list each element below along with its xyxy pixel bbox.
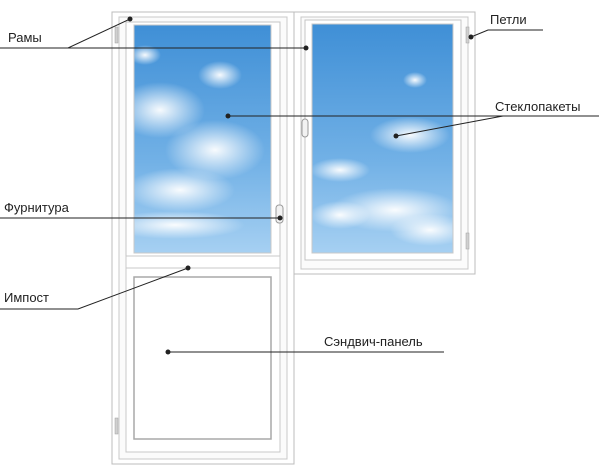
- dot-mullion: [185, 265, 191, 271]
- dot-hinges: [468, 34, 474, 40]
- door-hinges: [114, 26, 119, 435]
- leader-glass-2: [395, 115, 504, 137]
- label-hardware: Фурнитура: [4, 200, 69, 215]
- leader-lines: [0, 18, 599, 353]
- glass-unit-right: [312, 24, 453, 253]
- dot-frames-right: [303, 45, 309, 51]
- glass-unit-left: [134, 25, 271, 253]
- dot-sandwich: [165, 349, 171, 355]
- label-frames: Рамы: [8, 30, 42, 45]
- label-mullion: Импост: [4, 290, 50, 305]
- dot-glass-right: [393, 133, 399, 139]
- leader-hinges: [470, 29, 543, 38]
- label-hinges: Петли: [490, 12, 527, 27]
- label-glass-units: Стеклопакеты: [495, 99, 581, 114]
- leader-mullion: [0, 267, 189, 310]
- label-sandwich-panel: Сэндвич-панель: [324, 334, 423, 349]
- leader-dots: [127, 16, 474, 355]
- door-mullion: [125, 255, 281, 269]
- dot-glass-left: [225, 113, 231, 119]
- dot-frames-left: [127, 16, 133, 22]
- dot-hardware: [277, 215, 283, 221]
- sandwich-panel: [125, 267, 281, 453]
- window-hinges: [465, 26, 470, 250]
- window-handle: [301, 118, 309, 138]
